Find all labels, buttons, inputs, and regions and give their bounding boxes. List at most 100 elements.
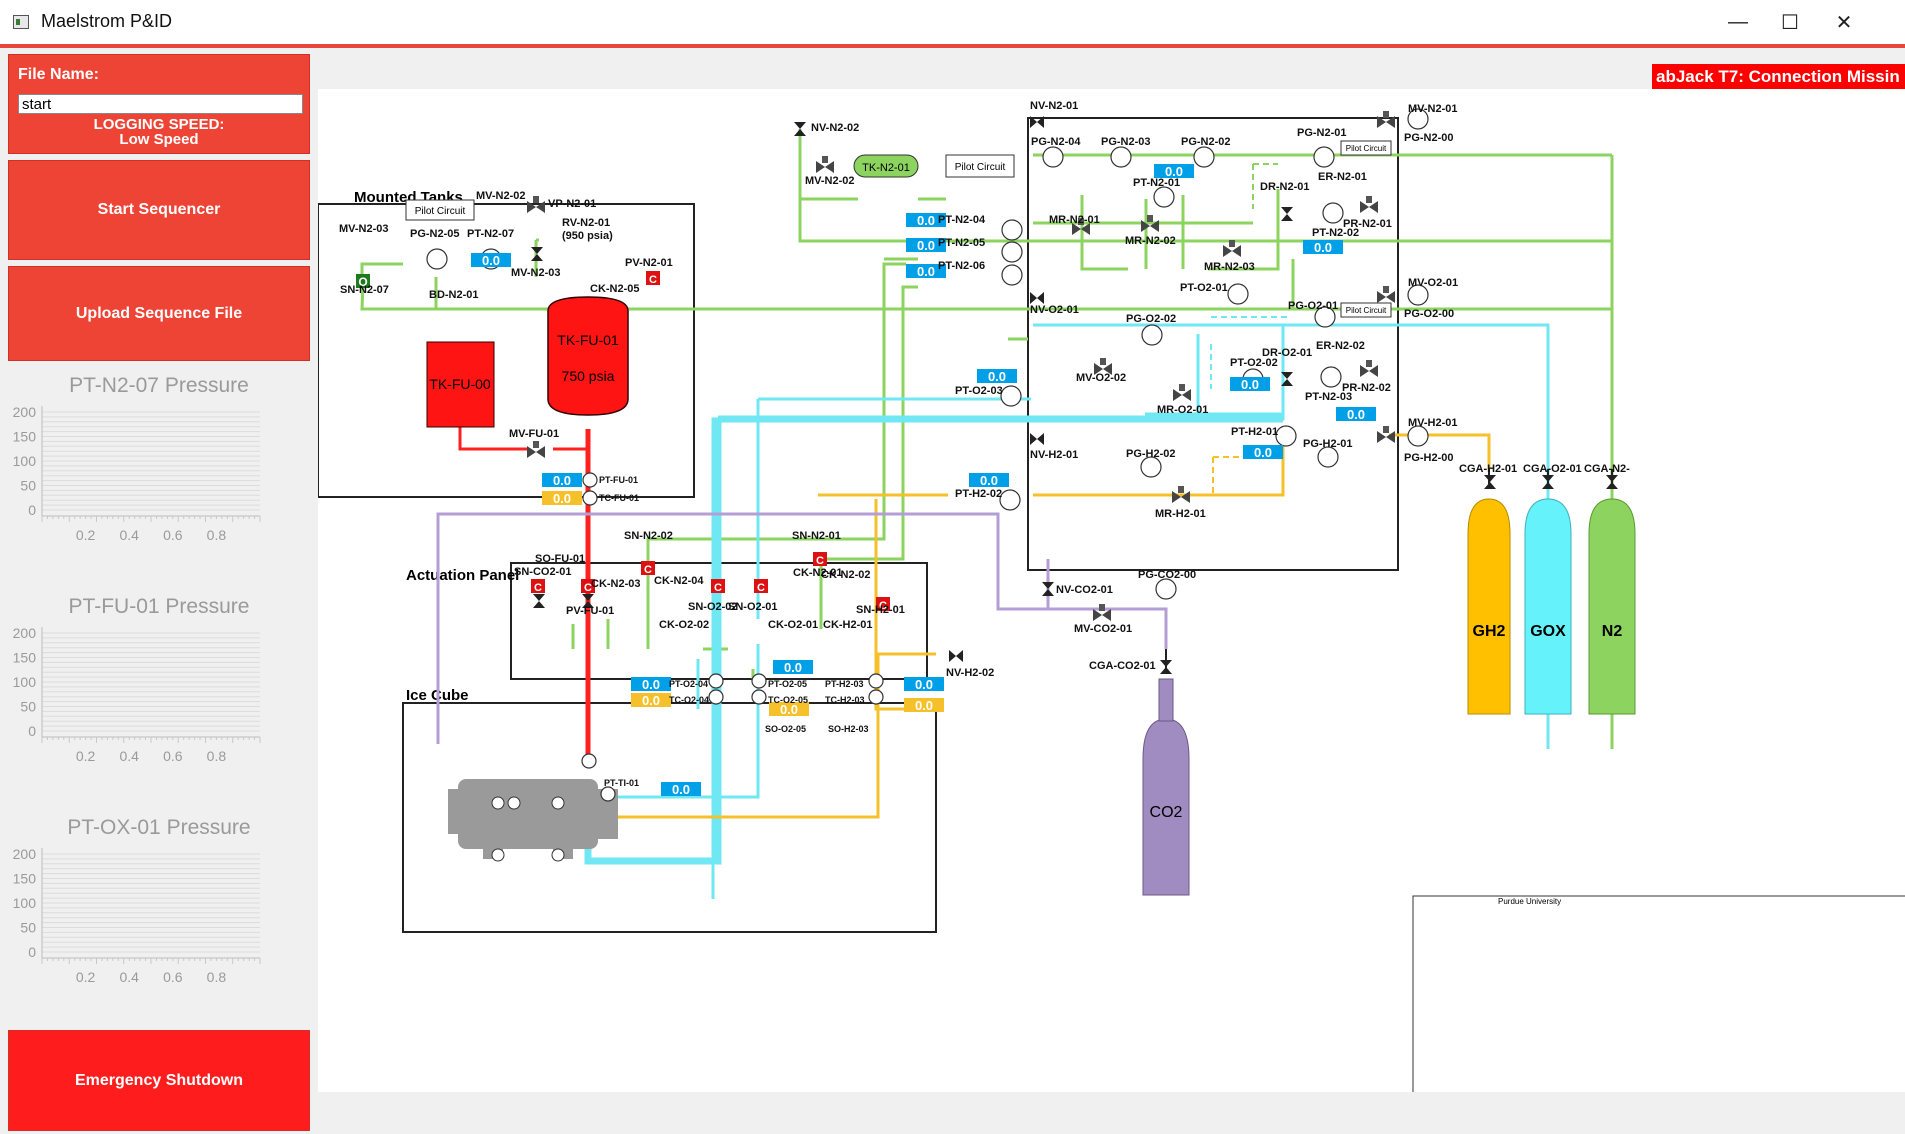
- svg-text:PV-N2-01: PV-N2-01: [625, 257, 673, 269]
- chart-y-tick: 200: [13, 404, 37, 420]
- svg-text:MV-CO2-01: MV-CO2-01: [1074, 623, 1132, 635]
- logging-speed-value: Low Speed: [119, 131, 199, 147]
- svg-text:PG-CO2-00: PG-CO2-00: [1138, 569, 1196, 581]
- svg-text:CGA-N2-: CGA-N2-: [1584, 463, 1630, 475]
- connection-alert: abJack T7: Connection Missin: [1652, 64, 1905, 89]
- svg-text:PG-N2-03: PG-N2-03: [1101, 136, 1151, 148]
- start-sequencer-button[interactable]: Start Sequencer: [8, 160, 310, 260]
- pilot-circuit-label: Pilot Circuit: [415, 206, 466, 217]
- svg-text:0.0: 0.0: [642, 693, 660, 708]
- svg-text:NV-H2-02: NV-H2-02: [946, 667, 994, 679]
- svg-text:CGA-CO2-01: CGA-CO2-01: [1089, 660, 1156, 672]
- svg-text:PT-H2-03: PT-H2-03: [825, 679, 864, 689]
- pid-canvas: Mounted Tanks Actuation Panel Ice Cube: [318, 89, 1905, 1092]
- svg-text:CK-N2-04: CK-N2-04: [654, 575, 704, 587]
- gh2-cylinder: GH2: [1467, 469, 1511, 715]
- svg-text:O: O: [358, 275, 367, 289]
- maximize-button[interactable]: ☐: [1781, 11, 1799, 34]
- svg-text:C: C: [757, 582, 765, 594]
- chart-y-tick: 50: [20, 920, 36, 936]
- svg-text:PT-H2-01: PT-H2-01: [1231, 426, 1278, 438]
- close-button[interactable]: ✕: [1835, 11, 1853, 34]
- svg-text:MV-O2-02: MV-O2-02: [1076, 372, 1126, 384]
- svg-text:CK-H2-01: CK-H2-01: [823, 619, 873, 631]
- svg-text:0.0: 0.0: [780, 702, 798, 717]
- minimize-button[interactable]: —: [1728, 10, 1748, 33]
- svg-text:PT-TI-01: PT-TI-01: [604, 778, 639, 788]
- svg-text:0.0: 0.0: [482, 253, 500, 268]
- svg-text:MR-N2-03: MR-N2-03: [1204, 261, 1255, 273]
- svg-text:PG-N2-01: PG-N2-01: [1297, 127, 1347, 139]
- chart-y-tick: 50: [20, 478, 36, 494]
- actuation-panel-title: Actuation Panel: [406, 567, 519, 584]
- svg-text:CGA-O2-01: CGA-O2-01: [1523, 463, 1582, 475]
- chart-y-tick: 150: [13, 871, 37, 887]
- chart-x-tick: 0.6: [163, 748, 183, 764]
- svg-text:MV-N2-03: MV-N2-03: [511, 267, 561, 279]
- svg-text:SN-N2-02: SN-N2-02: [624, 530, 673, 542]
- svg-text:PV-FU-01: PV-FU-01: [566, 605, 614, 617]
- svg-text:PG-O2-02: PG-O2-02: [1126, 313, 1176, 325]
- svg-text:PT-H2-02: PT-H2-02: [955, 488, 1002, 500]
- valve-symbols: O: [356, 111, 1618, 674]
- svg-text:ER-N2-02: ER-N2-02: [1316, 340, 1365, 352]
- svg-text:0.0: 0.0: [915, 698, 933, 713]
- svg-text:SN-O2-01: SN-O2-01: [728, 601, 778, 613]
- upload-sequence-button[interactable]: Upload Sequence File: [8, 266, 310, 361]
- n2-cylinder: N2: [1588, 469, 1636, 715]
- file-name-input[interactable]: start: [18, 94, 303, 114]
- svg-text:MR-N2-02: MR-N2-02: [1125, 235, 1176, 247]
- svg-text:0.0: 0.0: [1254, 445, 1272, 460]
- svg-text:PR-N2-02: PR-N2-02: [1342, 382, 1391, 394]
- readouts: 0.0 0.0 0.0 0.0 0.0 0.0 0.0 0.0 0.0 0.0 …: [471, 164, 1376, 797]
- pilot-circuit-label: Pilot Circuit: [955, 162, 1006, 173]
- svg-text:CK-N2-03: CK-N2-03: [591, 578, 641, 590]
- svg-text:PT-N2-02: PT-N2-02: [1312, 227, 1359, 239]
- svg-text:DR-N2-01: DR-N2-01: [1260, 181, 1310, 193]
- svg-text:NV-N2-01: NV-N2-01: [1030, 100, 1078, 112]
- chart-x-tick: 0.4: [119, 527, 139, 543]
- svg-text:PT-O2-01: PT-O2-01: [1180, 282, 1228, 294]
- svg-text:C: C: [534, 582, 542, 594]
- svg-text:DR-O2-01: DR-O2-01: [1262, 347, 1312, 359]
- chart-y-tick: 100: [13, 674, 37, 690]
- svg-text:PT-N2-04: PT-N2-04: [938, 214, 986, 226]
- pilot-circuit-label: Pilot Circuit: [1346, 144, 1387, 153]
- chart-y-tick: 150: [13, 429, 37, 445]
- svg-text:PT-O2-03: PT-O2-03: [955, 385, 1003, 397]
- engine-graphic: [448, 779, 618, 862]
- upload-sequence-label: Upload Sequence File: [75, 304, 243, 322]
- chart-y-tick: 0: [28, 944, 36, 960]
- title-block-text: Purdue University: [1498, 897, 1561, 906]
- svg-text:NV-H2-01: NV-H2-01: [1030, 449, 1078, 461]
- svg-text:MV-O2-01: MV-O2-01: [1408, 277, 1458, 289]
- tk-n2-01-tank: TK-N2-01: [853, 154, 919, 178]
- emergency-shutdown-label: Emergency Shutdown: [74, 1071, 244, 1089]
- co2-cylinder: CO2: [1142, 649, 1190, 896]
- emergency-shutdown-button[interactable]: Emergency Shutdown: [8, 1030, 310, 1131]
- svg-text:C: C: [879, 600, 887, 612]
- chart-y-tick: 100: [13, 895, 37, 911]
- svg-text:CK-O2-01: CK-O2-01: [768, 619, 818, 631]
- svg-text:MV-N2-02: MV-N2-02: [476, 190, 526, 202]
- component-labels: MV-N2-03 SN-N2-07 PG-N2-05 PT-N2-07 MV-N…: [339, 100, 1630, 788]
- svg-text:0.0: 0.0: [1314, 240, 1332, 255]
- chart-x-tick: 0.4: [119, 748, 139, 764]
- svg-text:0.0: 0.0: [917, 238, 935, 253]
- chart-title: PT-N2-07 Pressure: [69, 374, 249, 397]
- tk-fu-01-label: TK-FU-01: [557, 332, 619, 348]
- svg-text:MV-N2-03: MV-N2-03: [339, 223, 389, 235]
- svg-text:0.0: 0.0: [553, 491, 571, 506]
- title-block: [1412, 895, 1905, 1092]
- chart-title: PT-OX-01 Pressure: [67, 816, 251, 839]
- sidebar: File Name: start LOGGING SPEED: Low Spee…: [0, 48, 318, 1134]
- svg-text:MR-N2-01: MR-N2-01: [1049, 214, 1100, 226]
- gox-cylinder: GOX: [1524, 469, 1572, 715]
- pilot-circuit-label: Pilot Circuit: [1346, 306, 1387, 315]
- svg-text:0.0: 0.0: [784, 660, 802, 675]
- svg-text:SN-CO2-01: SN-CO2-01: [514, 566, 571, 578]
